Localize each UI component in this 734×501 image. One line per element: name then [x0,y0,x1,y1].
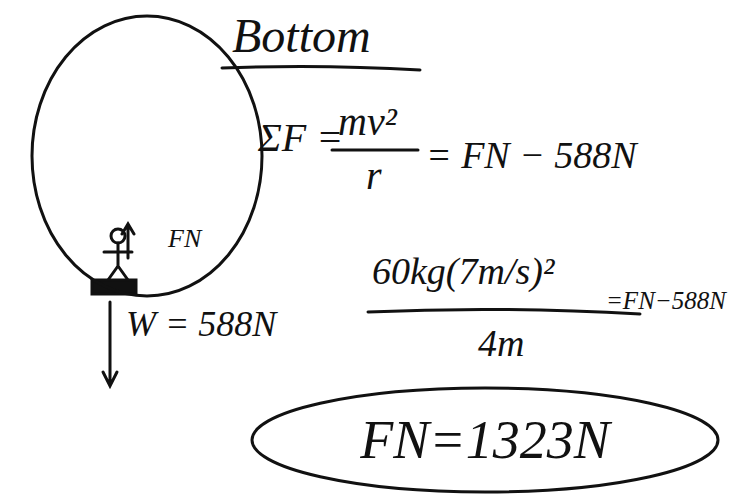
weight-label: W = 588N [126,306,276,342]
fraction-bar [332,149,418,152]
outline [32,16,262,296]
node-text: FN [168,226,201,252]
numerator: mv² [338,102,397,142]
denominator: r [366,156,382,196]
title-underline [222,66,420,70]
title: Bottom [232,12,371,60]
weight-arrow [103,302,117,386]
numerator: 60kg(7m/s)² [372,252,554,290]
normal-force-arrow [122,224,134,258]
fraction-bar [368,309,640,314]
node-outline [30,14,264,298]
equation-text: = FN − 588N [426,136,637,174]
equation-text: ΣF = [258,118,343,158]
answer-ellipse: FN=1323N [250,386,720,494]
node-text: FN=1323N [360,413,609,467]
outline [252,388,718,492]
loop-circle: FN [30,14,264,298]
denominator: 4m [478,324,524,362]
equation-text: =FN−588N [606,288,726,313]
